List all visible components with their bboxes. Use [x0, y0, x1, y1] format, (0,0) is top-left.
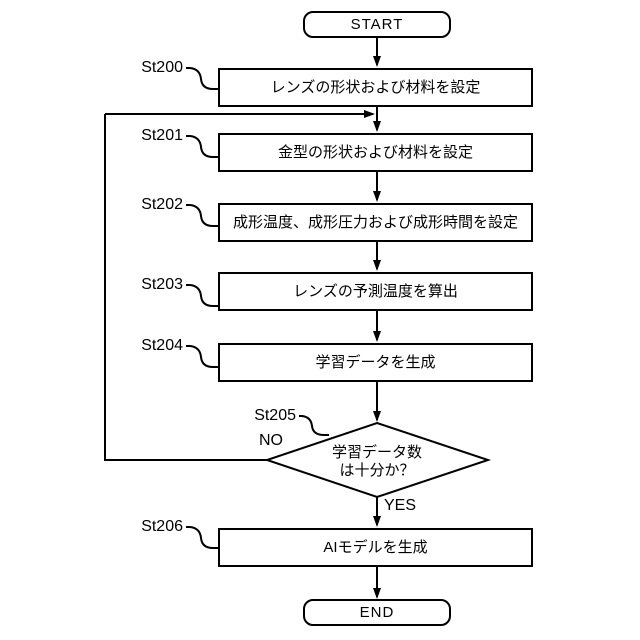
decision-text-line1: 学習データ数: [331, 444, 422, 461]
leader-line-st205: [299, 415, 329, 436]
start-node: START: [303, 11, 451, 38]
feedback-loop-line: [104, 114, 267, 461]
process-box-st202: 成形温度、成形圧力および成形時間を設定: [218, 203, 533, 242]
step-id-st205: St205: [254, 407, 296, 424]
step-id-st206: St206: [141, 518, 183, 535]
yes-branch-label: YES: [384, 497, 417, 514]
process-box-st206: AIモデルを生成: [218, 528, 533, 567]
step-id-st201: St201: [141, 127, 183, 144]
decision-diamond: [263, 421, 492, 499]
leader-line-st204: [186, 345, 218, 368]
leader-line-st203: [186, 284, 218, 307]
leader-line-st206: [186, 526, 218, 549]
leader-line-st202: [186, 204, 218, 227]
decision-text: 学習データ数 は十分か？: [277, 444, 477, 480]
step-id-st200: St200: [141, 59, 183, 76]
process-box-st200: レンズの形状および材料を設定: [218, 68, 533, 107]
process-box-st201: 金型の形状および材料を設定: [218, 133, 533, 172]
no-branch-label: NO: [259, 432, 283, 449]
step-id-st203: St203: [141, 276, 183, 293]
leader-line-st200: [186, 67, 218, 90]
decision-text-line2: は十分か？: [339, 462, 415, 479]
end-node: END: [303, 599, 451, 626]
step-id-st202: St202: [141, 196, 183, 213]
process-box-st203: レンズの予測温度を算出: [218, 272, 533, 311]
process-box-st204: 学習データを生成: [218, 343, 533, 382]
step-id-st204: St204: [141, 337, 183, 354]
leader-line-st201: [186, 135, 218, 158]
